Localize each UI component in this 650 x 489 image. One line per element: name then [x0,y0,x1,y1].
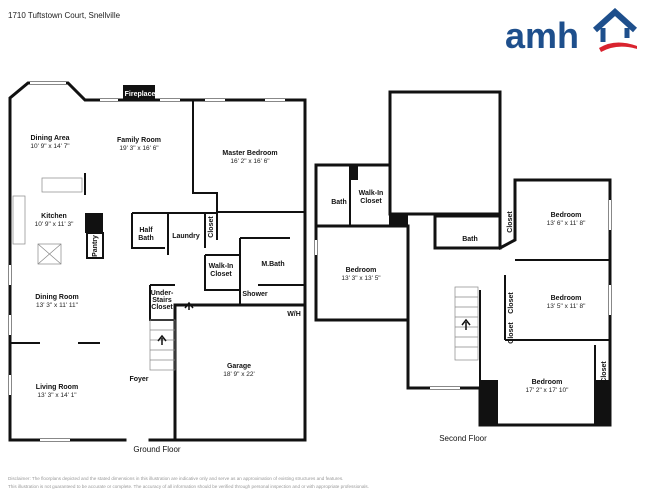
second-floor-walls [314,90,612,427]
ground-floor-title: Ground Floor [133,445,180,454]
bath-label: Bath [331,199,347,206]
room-label: Kitchen [41,213,67,220]
disclaimer-line-2: This illustration is not guaranteed to b… [8,484,369,489]
walkin-closet-label: Closet [210,271,232,278]
room-dims: 13' 3" x 13' 5" [341,275,381,282]
room-label: Bedroom [551,295,582,302]
ground-floor-walls [8,81,307,442]
pantry [86,232,104,259]
bath-label: Bath [462,236,478,243]
room-dims: 10' 9" x 11' 3" [35,221,74,228]
room-dims: 18' 9" x 22' [223,371,255,378]
water-heater-label: W/H [287,311,301,318]
master-bath-label: M.Bath [261,261,284,268]
room-label: Dining Room [35,294,79,301]
room-label: Family Room [117,137,161,144]
laundry-label: Laundry [172,233,200,240]
room-dims: 10' 9" x 14' 7" [30,143,70,150]
room-dims: 13' 3" x 11' 11" [36,302,79,309]
property-address: 1710 Tuftstown Court, Snellville [8,11,121,20]
logo-text: amh [505,15,579,53]
logo-house-walls-icon [600,28,630,42]
stairs-up-arrow-icon [184,301,194,310]
room-label: Living Room [36,384,78,391]
open-to-below [388,90,502,216]
room-label: Bedroom [551,212,582,219]
walkin-closet-label: Walk-In [359,190,384,197]
under-stairs-closet-label: Closet [151,304,173,311]
under-stairs-closet-label: Stairs [152,297,172,304]
range-hood [37,243,62,265]
second-floor-title: Second Floor [439,434,487,443]
room-label: Garage [227,363,251,370]
room-label: Master Bedroom [222,150,277,157]
walkin-closet-label: Closet [360,198,382,205]
closet-label: Closet [507,211,514,233]
room-dims: 19' 3" x 16' 6" [119,145,159,152]
fireplace-label: Fireplace [125,91,156,98]
stairs [149,319,176,371]
room-dims: 17' 2" x 17' 10" [526,387,570,394]
stairs-up-arrow-icon [461,318,471,330]
foyer-label: Foyer [129,376,148,383]
room-dims: 13' 5" x 11' 8" [547,303,586,310]
closet-label: Closet [508,292,515,314]
closet-label: Closet [601,361,608,383]
stairs-up-arrow-icon [157,334,167,345]
closet-label: Closet [508,322,515,344]
closet-label: Closet [208,216,215,238]
room-label: Dining Area [30,135,69,142]
kitchen-island [41,177,83,193]
half-bath-label: Bath [138,235,154,242]
fireplace [123,85,155,100]
under-stairs-closet-label: Under- [151,290,174,297]
room-label: Bedroom [346,267,377,274]
walkin-closet-label: Walk-In [209,263,234,270]
disclaimer-line-1: Disclaimer: The floorplans depicted and … [8,476,344,481]
kitchen-counter [12,195,26,245]
half-bath-label: Half [139,227,153,234]
room-dims: 16' 2" x 16' 6" [230,158,270,165]
room-label: Bedroom [532,379,563,386]
pantry-label: Pantry [92,235,99,257]
amh-logo: amh [505,8,638,53]
stairs [454,286,479,361]
room-dims: 13' 6" x 11' 8" [547,220,586,227]
shower-label: Shower [242,291,268,298]
logo-swoosh-icon [599,42,637,52]
room-dims: 13' 3" x 14' 1" [37,392,77,399]
logo-roof-icon [592,8,638,33]
refrigerator [85,213,103,233]
